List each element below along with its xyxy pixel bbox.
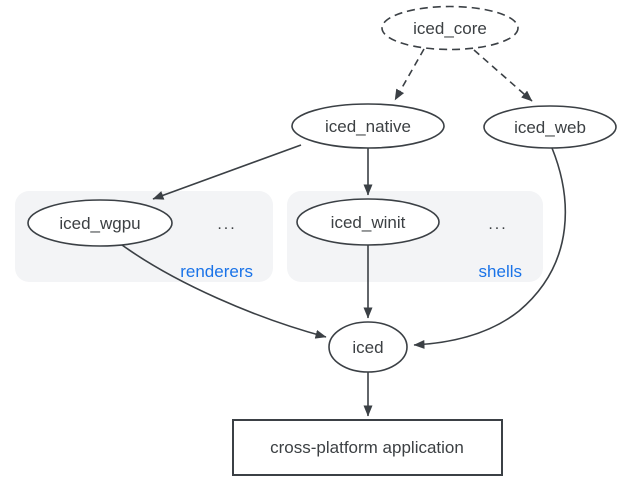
- node-iced: iced: [328, 321, 408, 373]
- node-iced-label: iced: [352, 338, 383, 357]
- node-iced-native-shape: [291, 103, 445, 149]
- edge-iced_core-iced_native: [394, 48, 425, 101]
- group-shells-label: shells: [479, 262, 522, 281]
- node-iced-wgpu: iced_wgpu: [27, 199, 173, 247]
- node-iced-web-label: iced_web: [514, 118, 586, 137]
- edge-iced_native-iced_wgpu: [152, 144, 302, 200]
- group-renderers-label: renderers: [180, 262, 253, 281]
- edge-iced_wgpu-iced: [121, 244, 327, 339]
- node-iced-winit-shape: [296, 198, 440, 246]
- node-iced-native: iced_native: [291, 103, 445, 149]
- node-iced-winit: iced_winit: [296, 198, 440, 246]
- group-renderers-ellipsis: ...: [217, 216, 236, 233]
- edge-iced_core-iced_web: [473, 49, 533, 102]
- group-shells-ellipsis: ...: [488, 216, 507, 233]
- node-iced-web: iced_web: [483, 105, 617, 149]
- node-iced-core-shape: [381, 5, 519, 51]
- node-iced-web-shape: [483, 105, 617, 149]
- node-application: cross-platform application: [232, 419, 503, 476]
- node-application-label: cross-platform application: [270, 438, 464, 457]
- node-iced-core-label: iced_core: [413, 19, 487, 38]
- edge-iced_web-iced: [413, 147, 567, 349]
- node-iced-wgpu-label: iced_wgpu: [59, 214, 140, 233]
- node-iced-winit-label: iced_winit: [331, 213, 406, 232]
- node-iced-shape: [328, 321, 408, 373]
- node-iced-core: iced_core: [381, 5, 519, 51]
- node-application-shape: [232, 419, 503, 476]
- node-iced-wgpu-shape: [27, 199, 173, 247]
- node-iced-native-label: iced_native: [325, 117, 411, 136]
